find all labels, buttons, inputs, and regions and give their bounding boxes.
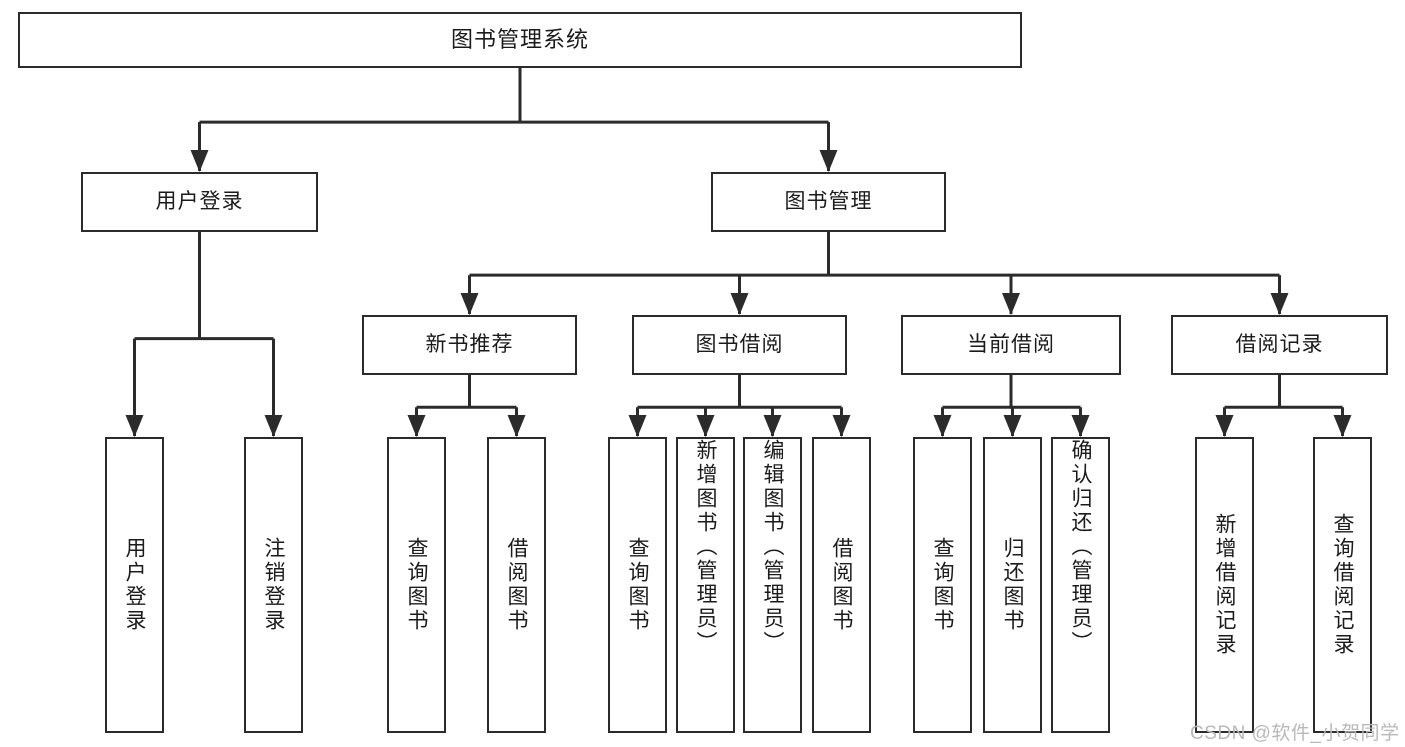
node-label: 编辑图书（管理员） <box>761 439 784 655</box>
node-book-manage[interactable]: 图书管理 <box>711 172 946 232</box>
node-label: 借阅图书 <box>830 537 853 633</box>
node-root[interactable]: 图书管理系统 <box>18 12 1022 68</box>
node-label: 用户登录 <box>155 189 244 213</box>
node-leaf-add-rec[interactable]: 新增借阅记录 <box>1195 437 1254 733</box>
node-current-borrow[interactable]: 当前借阅 <box>901 315 1121 375</box>
node-leaf-query-rec[interactable]: 查询借阅记录 <box>1313 437 1372 733</box>
node-label: 借阅图书 <box>505 537 528 633</box>
node-leaf-borrow-2[interactable]: 借阅图书 <box>812 437 871 733</box>
node-leaf-return[interactable]: 归还图书 <box>983 437 1042 733</box>
node-label: 当前借阅 <box>967 332 1055 356</box>
node-label: 新增图书（管理员） <box>694 439 717 655</box>
node-user-login[interactable]: 用户登录 <box>81 172 318 232</box>
node-label: 图书管理 <box>784 189 873 213</box>
node-label: 图书管理系统 <box>450 27 589 53</box>
node-borrow-record[interactable]: 借阅记录 <box>1171 315 1388 375</box>
node-leaf-edit-book[interactable]: 编辑图书（管理员） <box>743 437 802 733</box>
node-label: 确认归还（管理员） <box>1069 439 1092 655</box>
node-label: 查询图书 <box>626 537 649 633</box>
node-leaf-borrow-1[interactable]: 借阅图书 <box>487 437 546 733</box>
node-leaf-query-2[interactable]: 查询图书 <box>608 437 667 733</box>
node-label: 图书借阅 <box>695 332 784 356</box>
node-new-book-rec[interactable]: 新书推荐 <box>362 315 577 375</box>
node-label: 归还图书 <box>1001 537 1024 633</box>
node-label: 借阅记录 <box>1235 332 1324 356</box>
node-label: 查询图书 <box>931 537 954 633</box>
node-leaf-query-1[interactable]: 查询图书 <box>387 437 446 733</box>
node-label: 用户登录 <box>123 537 146 633</box>
node-leaf-add-book[interactable]: 新增图书（管理员） <box>676 437 735 733</box>
watermark: CSDN @软件_小贺同学 <box>1190 723 1400 744</box>
node-leaf-confirm[interactable]: 确认归还（管理员） <box>1051 437 1110 733</box>
node-label: 新增借阅记录 <box>1213 513 1236 657</box>
node-leaf-query-3[interactable]: 查询图书 <box>913 437 972 733</box>
node-label: 查询图书 <box>405 537 428 633</box>
node-leaf-logout[interactable]: 注销登录 <box>244 437 303 733</box>
node-book-borrow[interactable]: 图书借阅 <box>632 315 847 375</box>
node-label: 注销登录 <box>262 537 285 633</box>
node-leaf-user-login[interactable]: 用户登录 <box>105 437 164 733</box>
node-label: 查询借阅记录 <box>1331 513 1354 657</box>
node-label: 新书推荐 <box>425 332 514 356</box>
